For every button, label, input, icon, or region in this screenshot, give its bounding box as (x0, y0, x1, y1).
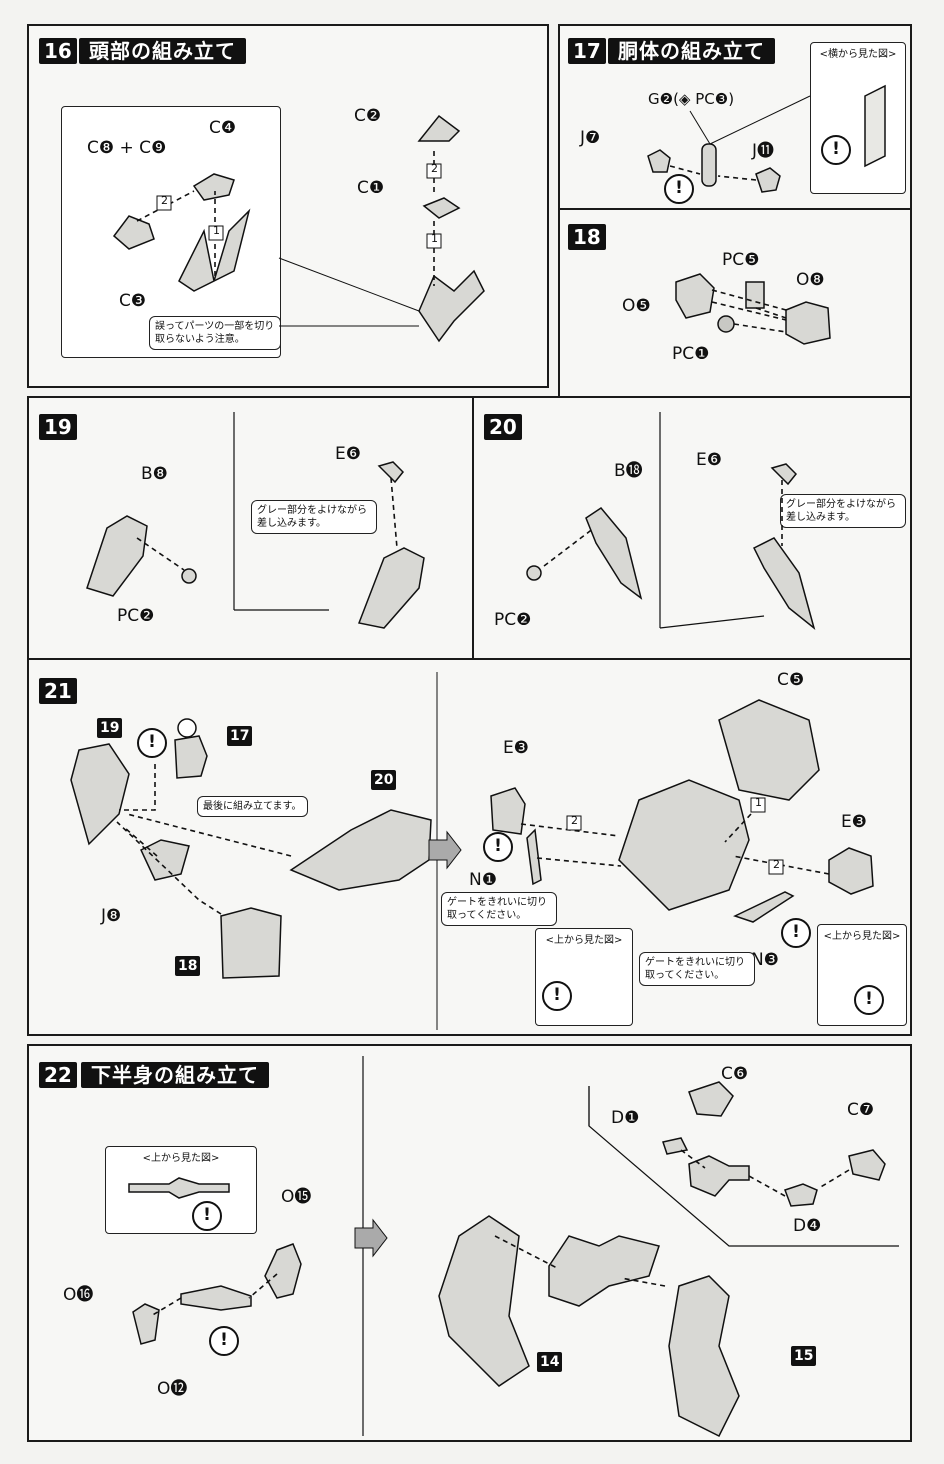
part-label-c1: C❶ (357, 178, 385, 198)
order-1: 1 (213, 224, 220, 237)
top-view-inset-right: <上から見た図> ! (817, 924, 907, 1026)
part-label-d4: D❹ (793, 1216, 822, 1236)
part-label-o15: O⓯ (281, 1187, 312, 1207)
step-number: 21 (39, 678, 77, 704)
order-2-left: 2 (571, 814, 578, 827)
step-title: 胴体の組み立て (608, 38, 775, 64)
order-1: 1 (755, 796, 762, 809)
arm-diagram (675, 273, 831, 345)
step-22-panel: 22 下半身の組み立て <上から見た図> ! O⓯ O⓰ O⓬ ! C❻ C❼ … (27, 1044, 912, 1442)
warning-icon: ! (664, 174, 694, 204)
step-number: 20 (484, 414, 522, 440)
part-label-n3: N❸ (751, 950, 779, 970)
insert-note: グレー部分をよけながら差し込みます。 (780, 494, 906, 528)
step19-diagram (86, 412, 425, 629)
part-label-pc-b: PC❷ (117, 606, 155, 626)
order-2: 2 (161, 194, 168, 207)
step-number: 18 (568, 224, 606, 250)
part-label-pc-e: PC❺ (722, 250, 760, 270)
part-label-o16: O⓰ (63, 1285, 94, 1305)
part-label-e6: E❻ (696, 450, 722, 470)
part-label-b18: B⓲ (614, 461, 643, 481)
step20-diagram (526, 412, 816, 631)
part-label-e6: E❻ (335, 444, 361, 464)
head-assembly-diagram (112, 114, 485, 343)
part-label-pc-a: PC❶ (672, 344, 710, 364)
part-label-d1: D❶ (611, 1108, 640, 1128)
warning-icon: ! (483, 832, 513, 862)
step-title: 下半身の組み立て (81, 1062, 269, 1088)
ref-tag-19: 19 (97, 718, 123, 738)
ref-tag-14: 14 (537, 1352, 563, 1372)
view-title: <横から見た図> (819, 49, 897, 60)
insert-note: グレー部分をよけながら差し込みます。 (251, 500, 377, 534)
part-label-c7: C❼ (847, 1100, 875, 1120)
gate-note-right: ゲートをきれいに切り取ってください。 (639, 952, 755, 986)
part-label-b8: B❽ (141, 464, 168, 484)
part-label-c8-c9: C❽ + C❾ (87, 138, 167, 158)
part-label-o8: O❽ (796, 270, 825, 290)
part-label-pc-b: PC❷ (494, 610, 532, 630)
part-label-c4: C❹ (209, 118, 237, 138)
part-label-g2: G❷(◈ PC❸) (648, 90, 735, 108)
ref-tag-20: 20 (371, 770, 397, 790)
assemble-last-note: 最後に組み立てます。 (197, 796, 308, 817)
step-20-panel: 20 B⓲ E❻ PC❷ グレー部分をよけながら差し込みます。 (472, 396, 912, 660)
caution-note: 誤ってパーツの一部を切り取らないよう注意。 (149, 316, 281, 350)
order-2b: 2 (431, 162, 438, 175)
step-number: 16 (39, 38, 77, 64)
step-18-panel: 18 PC❺ O❽ O❺ PC❶ (558, 208, 912, 398)
order-2-right: 2 (773, 858, 780, 871)
ref-tag-15: 15 (791, 1346, 817, 1366)
view-title: <上から見た図> (545, 935, 623, 946)
part-label-c6: C❻ (721, 1064, 749, 1084)
part-label-o12: O⓬ (157, 1379, 188, 1399)
warning-icon: ! (821, 135, 851, 165)
step-17-panel: 17 胴体の組み立て G❷(◈ PC❸) J❼ J⓫ <横から見た図> ! ! (558, 24, 912, 211)
part-label-j8: J❽ (101, 906, 122, 926)
part-label-c2: C❷ (354, 106, 382, 126)
part-label-o5: O❺ (622, 296, 651, 316)
top-view-inset-left: <上から見た図> ! (535, 928, 633, 1026)
ref-tag-17: 17 (227, 726, 253, 746)
step-16-panel: 16 頭部の組み立て C❽ + C❾ C❹ C❸ C❷ C❶ 誤ってパーツの一部… (27, 24, 549, 388)
warning-icon: ! (542, 981, 572, 1011)
step-19-panel: 19 B❽ E❻ PC❷ グレー部分をよけながら差し込みます。 (27, 396, 474, 660)
step-number: 22 (39, 1062, 77, 1088)
step-21-panel: 21 19 17 20 18 J❽ 最後に組み立てます。 ! E❸ C❺ E❸ … (27, 658, 912, 1036)
order-1b: 1 (431, 232, 438, 245)
part-label-j7: J❼ (580, 128, 601, 148)
part-label-e3-right: E❸ (841, 812, 867, 832)
gate-note-left: ゲートをきれいに切り取ってください。 (441, 892, 557, 926)
part-label-n1: N❶ (469, 870, 497, 890)
warning-icon: ! (854, 985, 884, 1015)
warning-icon: ! (192, 1201, 222, 1231)
part-label-c3: C❸ (119, 291, 147, 311)
view-title: <上から見た図> (142, 1153, 220, 1164)
step-number: 17 (568, 38, 606, 64)
part-label-e3-left: E❸ (503, 738, 529, 758)
warning-icon: ! (781, 918, 811, 948)
side-view-inset: <横から見た図> ! (810, 42, 906, 194)
view-title: <上から見た図> (823, 931, 901, 942)
part-label-j11: J⓫ (752, 141, 775, 161)
warning-icon: ! (137, 728, 167, 758)
lower-body-diagram (128, 1056, 899, 1438)
warning-icon: ! (209, 1326, 239, 1356)
step-number: 19 (39, 414, 77, 440)
part-label-c5: C❺ (777, 670, 805, 690)
ref-tag-18: 18 (175, 956, 201, 976)
step21-diagram (70, 672, 874, 1030)
step-title: 頭部の組み立て (79, 38, 246, 64)
torso-diagram (647, 84, 886, 193)
